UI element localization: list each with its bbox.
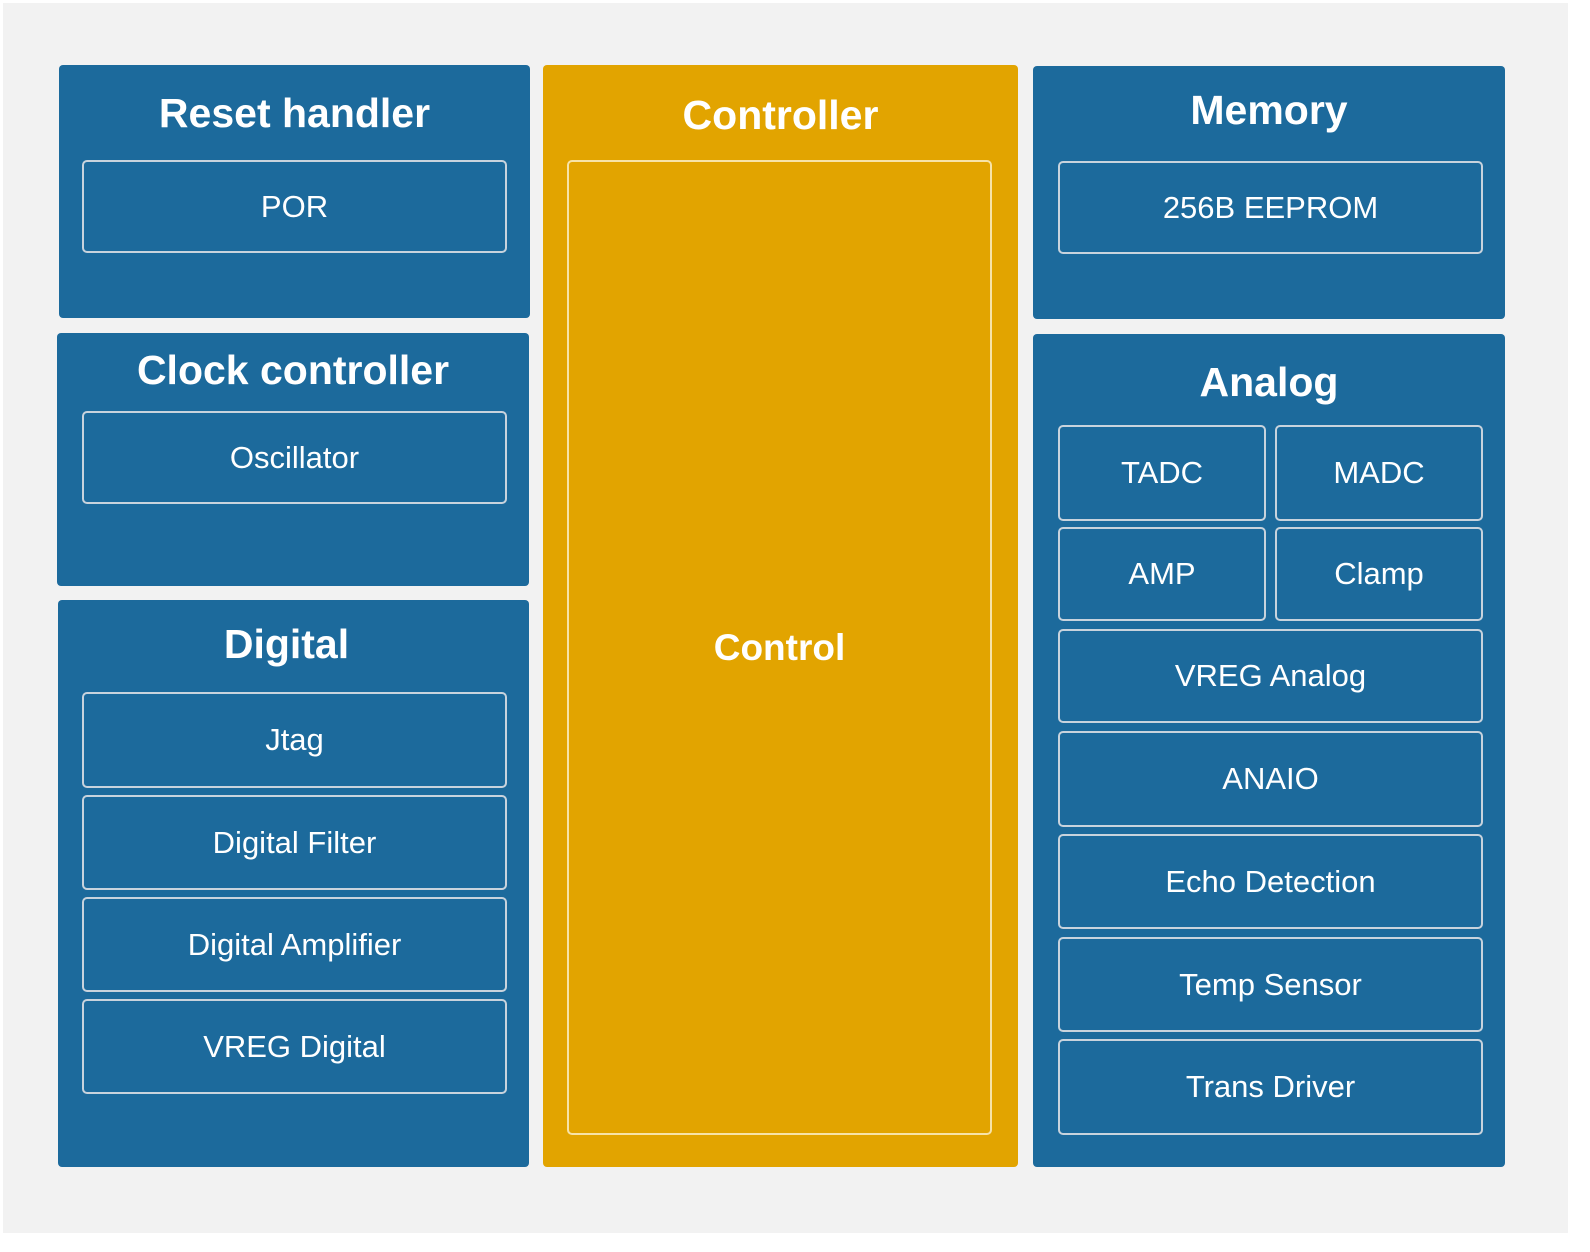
clamp-block: Clamp bbox=[1275, 527, 1483, 621]
vreg-analog-block: VREG Analog bbox=[1058, 629, 1483, 723]
temp-sensor-block: Temp Sensor bbox=[1058, 937, 1483, 1032]
amp-block: AMP bbox=[1058, 527, 1266, 621]
diagram-canvas: Reset handler POR Clock controller Oscil… bbox=[3, 3, 1568, 1233]
reset-handler-title: Reset handler bbox=[158, 90, 431, 136]
reset-handler-panel: Reset handler POR bbox=[59, 65, 530, 318]
clock-controller-panel: Clock controller Oscillator bbox=[57, 333, 529, 586]
control-block: Control bbox=[567, 160, 992, 1135]
madc-block: MADC bbox=[1275, 425, 1483, 521]
analog-title: Analog bbox=[1199, 359, 1339, 405]
digital-filter-block: Digital Filter bbox=[82, 795, 507, 890]
analog-panel: Analog TADC MADC AMP Clamp VREG Analog A… bbox=[1033, 334, 1505, 1167]
trans-driver-block: Trans Driver bbox=[1058, 1039, 1483, 1135]
clock-controller-title: Clock controller bbox=[136, 347, 450, 393]
echo-detection-block: Echo Detection bbox=[1058, 834, 1483, 929]
por-block: POR bbox=[82, 160, 507, 253]
memory-panel: Memory 256B EEPROM bbox=[1033, 66, 1505, 319]
tadc-block: TADC bbox=[1058, 425, 1266, 521]
vreg-digital-block: VREG Digital bbox=[82, 999, 507, 1094]
memory-title: Memory bbox=[1190, 87, 1348, 133]
controller-panel: Controller Control bbox=[543, 65, 1018, 1167]
jtag-block: Jtag bbox=[82, 692, 507, 788]
digital-title: Digital bbox=[223, 621, 350, 667]
digital-amplifier-block: Digital Amplifier bbox=[82, 897, 507, 992]
anaio-block: ANAIO bbox=[1058, 731, 1483, 827]
eeprom-block: 256B EEPROM bbox=[1058, 161, 1483, 254]
digital-panel: Digital Jtag Digital Filter Digital Ampl… bbox=[58, 600, 529, 1167]
controller-title: Controller bbox=[682, 92, 879, 138]
oscillator-block: Oscillator bbox=[82, 411, 507, 504]
